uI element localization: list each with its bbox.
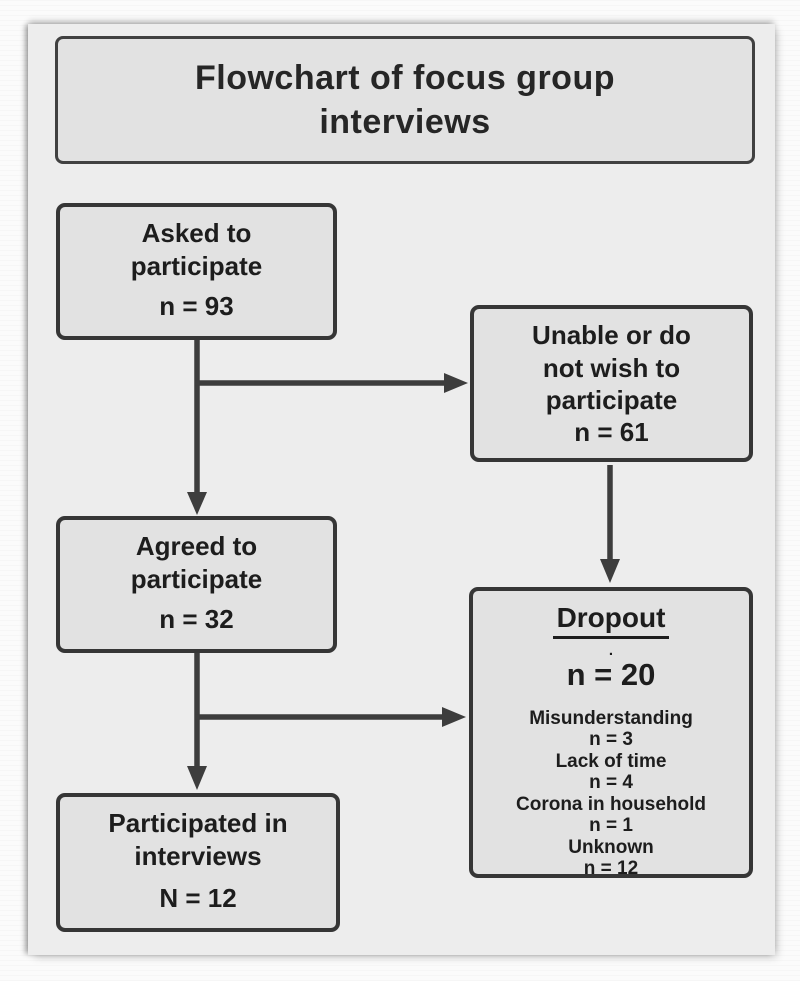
box-dropout: Dropout . n = 20 Misunderstanding n = 3 …	[469, 587, 753, 880]
box-unable-to-participate: Unable or do not wish to participate n =…	[470, 305, 753, 462]
agreed-count: n = 32	[159, 604, 234, 634]
dropout-reason-count: n = 4	[589, 772, 633, 794]
participated-count: N = 12	[159, 883, 237, 913]
unable-heading: Unable or do not wish to participate	[532, 320, 691, 415]
agreed-heading: Agreed to participate	[130, 531, 263, 594]
dropout-reason-label: Unknown	[568, 836, 654, 858]
box-agreed-to-participate: Agreed to participate n = 32	[56, 516, 337, 653]
box-participated-in-interviews: Participated in interviews N = 12	[56, 793, 340, 932]
box-asked-to-participate: Asked to participate n = 93	[56, 203, 337, 340]
asked-count: n = 93	[159, 291, 234, 321]
dropout-reason-label: Misunderstanding	[529, 707, 693, 729]
dropout-reason-count: n = 1	[589, 815, 633, 837]
dropout-dot: .	[608, 641, 614, 659]
dropout-reason-label: Lack of time	[555, 750, 667, 772]
unable-count: n = 61	[574, 416, 649, 447]
dropout-reason-count: n = 3	[589, 729, 633, 751]
dropout-reasons: Misunderstanding n = 3 Lack of time n = …	[481, 708, 741, 880]
dropout-count: n = 20	[566, 656, 656, 692]
dropout-heading: Dropout	[552, 602, 670, 639]
flowchart-title: Flowchart of focus group interviews	[55, 36, 755, 164]
participated-heading: Participated in interviews	[108, 808, 288, 871]
dropout-reason-count: n = 12	[583, 858, 639, 880]
asked-heading: Asked to participate	[130, 218, 263, 281]
dropout-reason-label: Corona in household	[516, 793, 706, 815]
